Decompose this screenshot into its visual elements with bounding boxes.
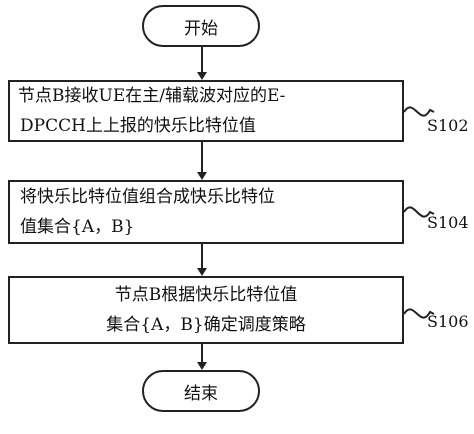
arrowhead-2 [197, 172, 207, 180]
arrowhead-3 [197, 268, 207, 276]
leader-s104 [403, 206, 435, 218]
step-s104-line1: 将快乐比特位值组合成快乐比特位 [20, 187, 275, 207]
step-s106-line2: 集合{A，B}确定调度策略 [106, 315, 306, 335]
leader-s106 [403, 308, 435, 319]
step-label-s102: S102 [427, 116, 469, 135]
step-s104: 将快乐比特位值组合成快乐比特位 值集合{A，B} [8, 180, 404, 244]
start-label: 开始 [184, 18, 218, 39]
arrowhead-4 [197, 362, 207, 370]
step-s102: 节点B接收UE在主/辅载波对应的E- DPCCH上上报的快乐比特位值 [8, 80, 404, 142]
step-s106: 节点B根据快乐比特位值 集合{A，B}确定调度策略 [8, 276, 404, 344]
step-s106-line1: 节点B根据快乐比特位值 [114, 285, 298, 305]
step-s102-line2: DPCCH上上报的快乐比特位值 [20, 116, 256, 136]
leader-s102 [403, 106, 435, 117]
step-label-s106: S106 [427, 312, 469, 331]
end-label: 结束 [184, 383, 218, 404]
end-node: 结束 [142, 370, 260, 412]
start-node: 开始 [142, 5, 260, 47]
step-label-s104: S104 [427, 213, 469, 232]
step-s104-line2: 值集合{A，B} [20, 217, 135, 237]
arrowhead-1 [197, 72, 207, 80]
step-s102-line1: 节点B接收UE在主/辅载波对应的E- [18, 86, 286, 106]
